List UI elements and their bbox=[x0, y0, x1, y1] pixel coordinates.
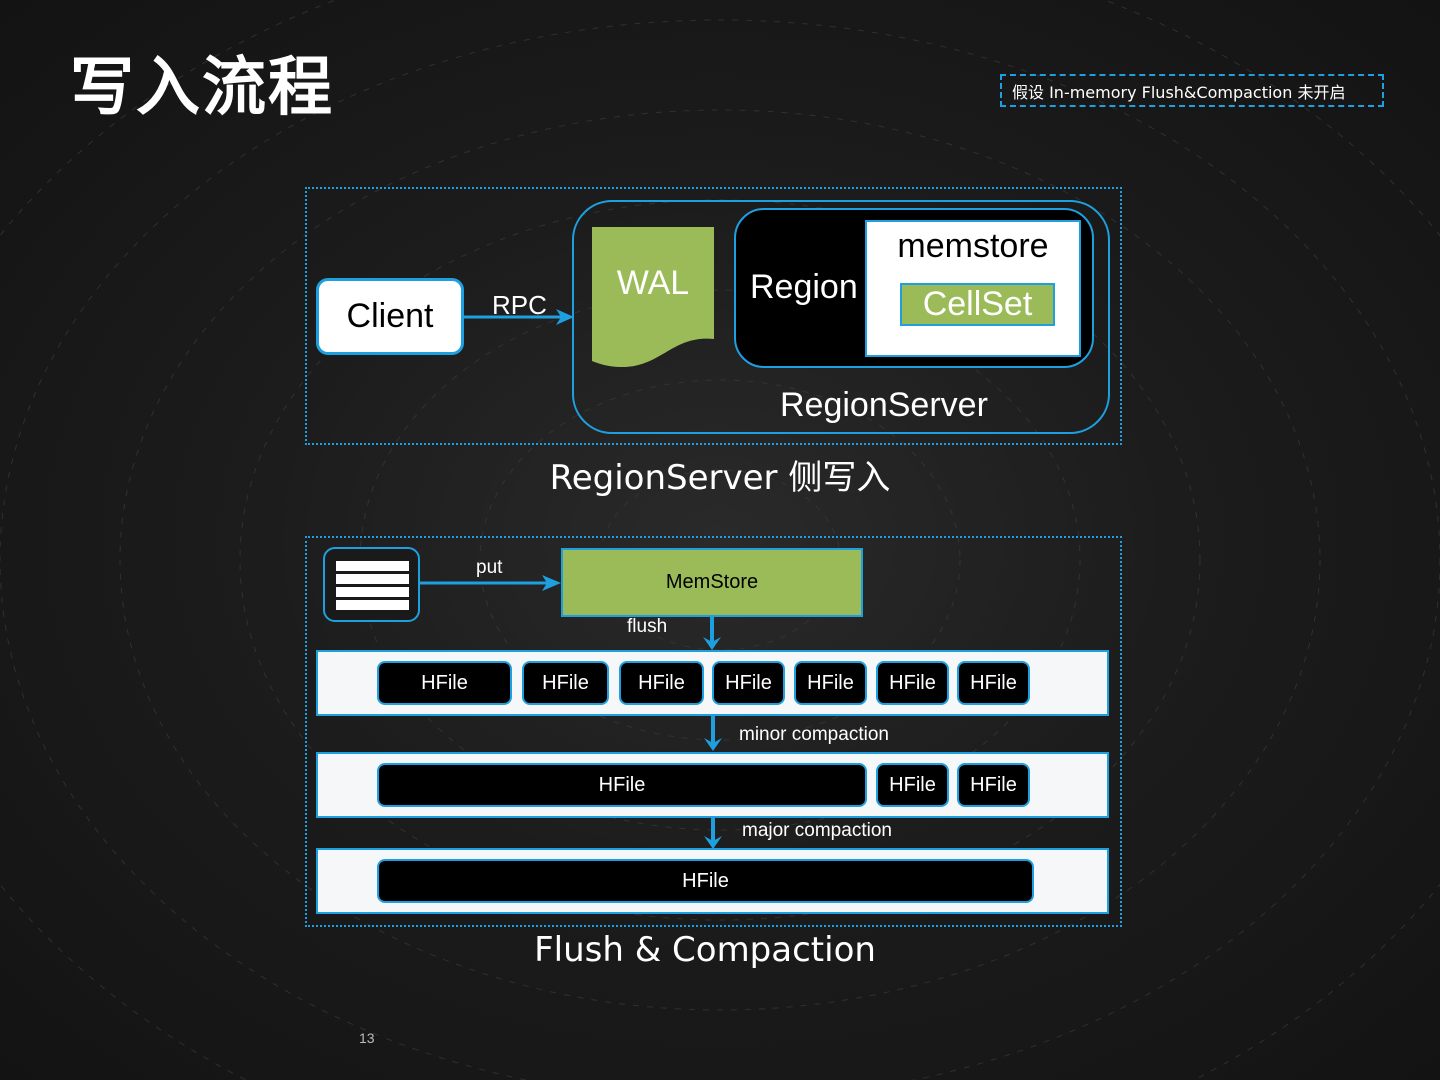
flush-arrow bbox=[703, 617, 721, 650]
minor-compaction-arrow bbox=[704, 716, 722, 751]
hfile-label: HFile bbox=[682, 869, 729, 892]
flush-compaction-caption: Flush & Compaction bbox=[534, 930, 876, 970]
regionserver-write-panel bbox=[305, 187, 1122, 445]
put-label: put bbox=[476, 557, 503, 578]
major-compaction-arrow bbox=[704, 818, 722, 849]
hfile-block: HFile bbox=[619, 661, 704, 705]
rpc-arrow bbox=[464, 309, 574, 325]
wal-label: WAL bbox=[616, 264, 690, 302]
memstore-label: memstore bbox=[897, 227, 1049, 265]
hfile-block: HFile bbox=[377, 763, 867, 807]
data-rows-icon bbox=[323, 547, 420, 622]
regionserver-write-caption: RegionServer 侧写入 bbox=[549, 458, 891, 498]
hfile-label: HFile bbox=[725, 671, 772, 694]
hfile-block: HFile bbox=[957, 763, 1030, 807]
regionserver-box bbox=[572, 200, 1110, 434]
hfile-label: HFile bbox=[970, 773, 1017, 796]
regionserver-label: RegionServer bbox=[780, 386, 988, 424]
rpc-label: RPC bbox=[492, 290, 547, 320]
hfile-label: HFile bbox=[598, 773, 646, 796]
client-label: Client bbox=[346, 297, 434, 335]
hfile-block: HFile bbox=[794, 661, 867, 705]
hfile-label: HFile bbox=[638, 671, 685, 694]
hfile-block: HFile bbox=[377, 661, 512, 705]
hfile-label: HFile bbox=[542, 671, 589, 694]
memstore-block-label: MemStore bbox=[665, 571, 759, 593]
hfile-block: HFile bbox=[712, 661, 785, 705]
hfile-label: HFile bbox=[421, 671, 468, 694]
hfile-label: HFile bbox=[889, 773, 936, 796]
page-number: 13 bbox=[359, 1030, 375, 1046]
hfile-label: HFile bbox=[970, 671, 1017, 694]
major-compaction-label: major compaction bbox=[742, 820, 892, 841]
hfile-block: HFile bbox=[377, 859, 1034, 903]
minor-compaction-label: minor compaction bbox=[739, 724, 889, 745]
assumption-note: 假设 In-memory Flush&Compaction 未开启 bbox=[1000, 74, 1384, 107]
cellset-box: CellSet bbox=[900, 283, 1055, 326]
client-box: Client bbox=[316, 278, 464, 355]
flush-compaction-panel bbox=[305, 536, 1122, 927]
hfile-label: HFile bbox=[889, 671, 936, 694]
hfile-block: HFile bbox=[522, 661, 609, 705]
memstore-block: MemStore bbox=[561, 548, 863, 617]
cellset-label: CellSet bbox=[922, 285, 1033, 323]
hfile-block: HFile bbox=[957, 661, 1030, 705]
put-arrow bbox=[420, 575, 561, 591]
hfile-block: HFile bbox=[876, 661, 949, 705]
flush-label: flush bbox=[627, 616, 668, 637]
slide-title: 写入流程 bbox=[70, 51, 334, 125]
hfile-label: HFile bbox=[807, 671, 854, 694]
hfile-block: HFile bbox=[876, 763, 949, 807]
region-label: Region bbox=[750, 268, 858, 306]
wal-document-icon bbox=[592, 227, 714, 367]
